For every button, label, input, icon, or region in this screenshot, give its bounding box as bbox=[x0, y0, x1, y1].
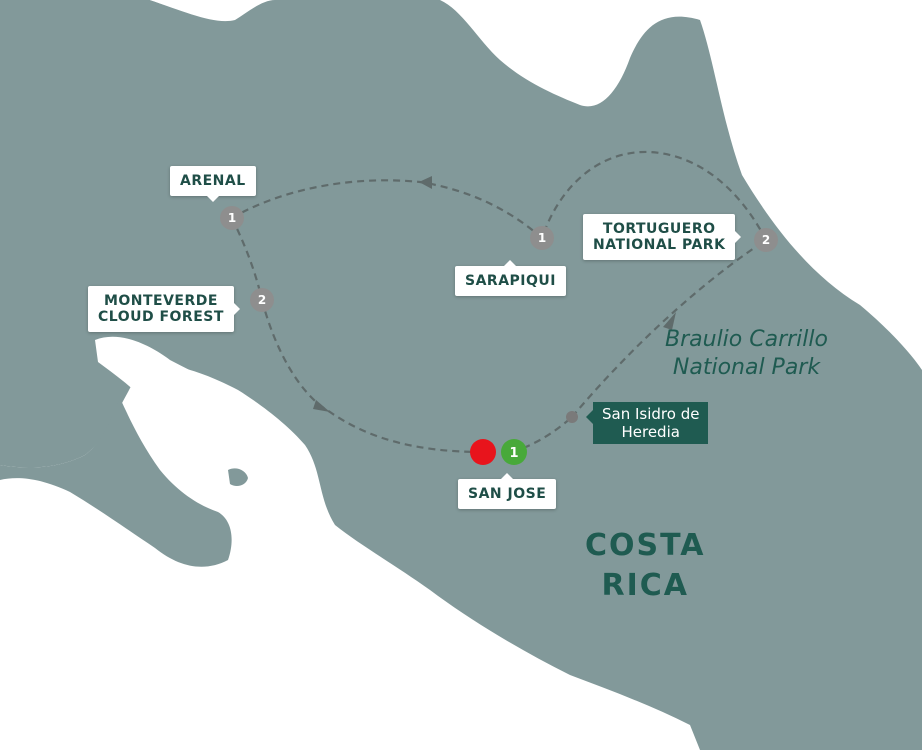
label-san-jose: SAN JOSE bbox=[458, 473, 557, 509]
route-sanisidro-to-tortuguero bbox=[571, 239, 767, 418]
start-marker-red bbox=[470, 439, 496, 465]
label-tortuguero: TORTUGUERO NATIONAL PARK bbox=[583, 214, 742, 260]
route-sarapiqui-to-arenal bbox=[231, 179, 543, 239]
nicoya-peninsula bbox=[0, 398, 232, 567]
stop-marker-sarapiqui: 1 bbox=[530, 226, 554, 250]
label-country: COSTA RICA bbox=[585, 528, 706, 603]
gulf-island bbox=[228, 468, 248, 486]
label-san-isidro: San Isidro de Heredia bbox=[585, 402, 709, 444]
waypoint-dot bbox=[566, 411, 578, 423]
route-arrows bbox=[313, 176, 676, 412]
route-arrow-icon bbox=[419, 176, 432, 189]
label-monteverde: MONTEVERDE CLOUD FOREST bbox=[88, 286, 240, 332]
route-tortuguero-to-sarapiqui bbox=[540, 150, 767, 241]
day-one-marker-number: 1 bbox=[509, 446, 518, 461]
route-arrow-icon bbox=[663, 312, 676, 330]
label-braulio-carrillo: Braulio Carrillo National Park bbox=[665, 327, 828, 380]
gulf-of-nicoya bbox=[95, 336, 303, 507]
stop-marker-tortuguero: 2 bbox=[754, 228, 778, 252]
stop-marker-monteverde: 2 bbox=[250, 288, 274, 312]
label-arenal: ARENAL bbox=[170, 166, 256, 202]
northern-water bbox=[150, 0, 265, 18]
route-monteverde-to-sanjose bbox=[260, 299, 484, 454]
route-arrow-icon bbox=[313, 400, 330, 412]
label-sarapiqui: SARAPIQUI bbox=[455, 260, 566, 296]
day-one-marker-green bbox=[501, 439, 527, 465]
stop-marker-arenal: 1 bbox=[220, 206, 244, 230]
